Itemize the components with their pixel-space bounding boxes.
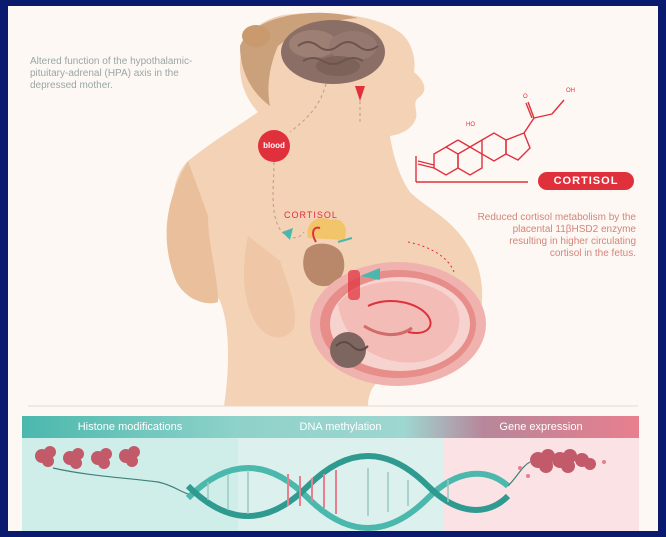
placenta-caption: Reduced cortisol metabolism by the place…: [476, 212, 636, 260]
ho-label: HO: [466, 122, 475, 128]
infographic-frame: OH O HO: [8, 6, 658, 531]
placenta-vessel: [348, 270, 360, 300]
brain: [281, 20, 385, 84]
uterus-fetus: [310, 262, 486, 386]
hair-bun: [242, 25, 270, 47]
cortisol-structure: [416, 100, 564, 182]
cortisol-badge: CORTISOL: [538, 172, 634, 190]
hpa-caption: Altered function of the hypothalamic-pit…: [30, 56, 210, 92]
cortisol-label: CORTISOL: [284, 210, 338, 220]
o-label: O: [523, 94, 528, 100]
oh-label: OH: [566, 88, 575, 94]
band-label-histone: Histone modifications: [22, 416, 238, 438]
band-label-dna: DNA methylation: [238, 416, 443, 438]
blood-label: blood: [256, 136, 292, 156]
band-label-gene: Gene expression: [443, 416, 639, 438]
